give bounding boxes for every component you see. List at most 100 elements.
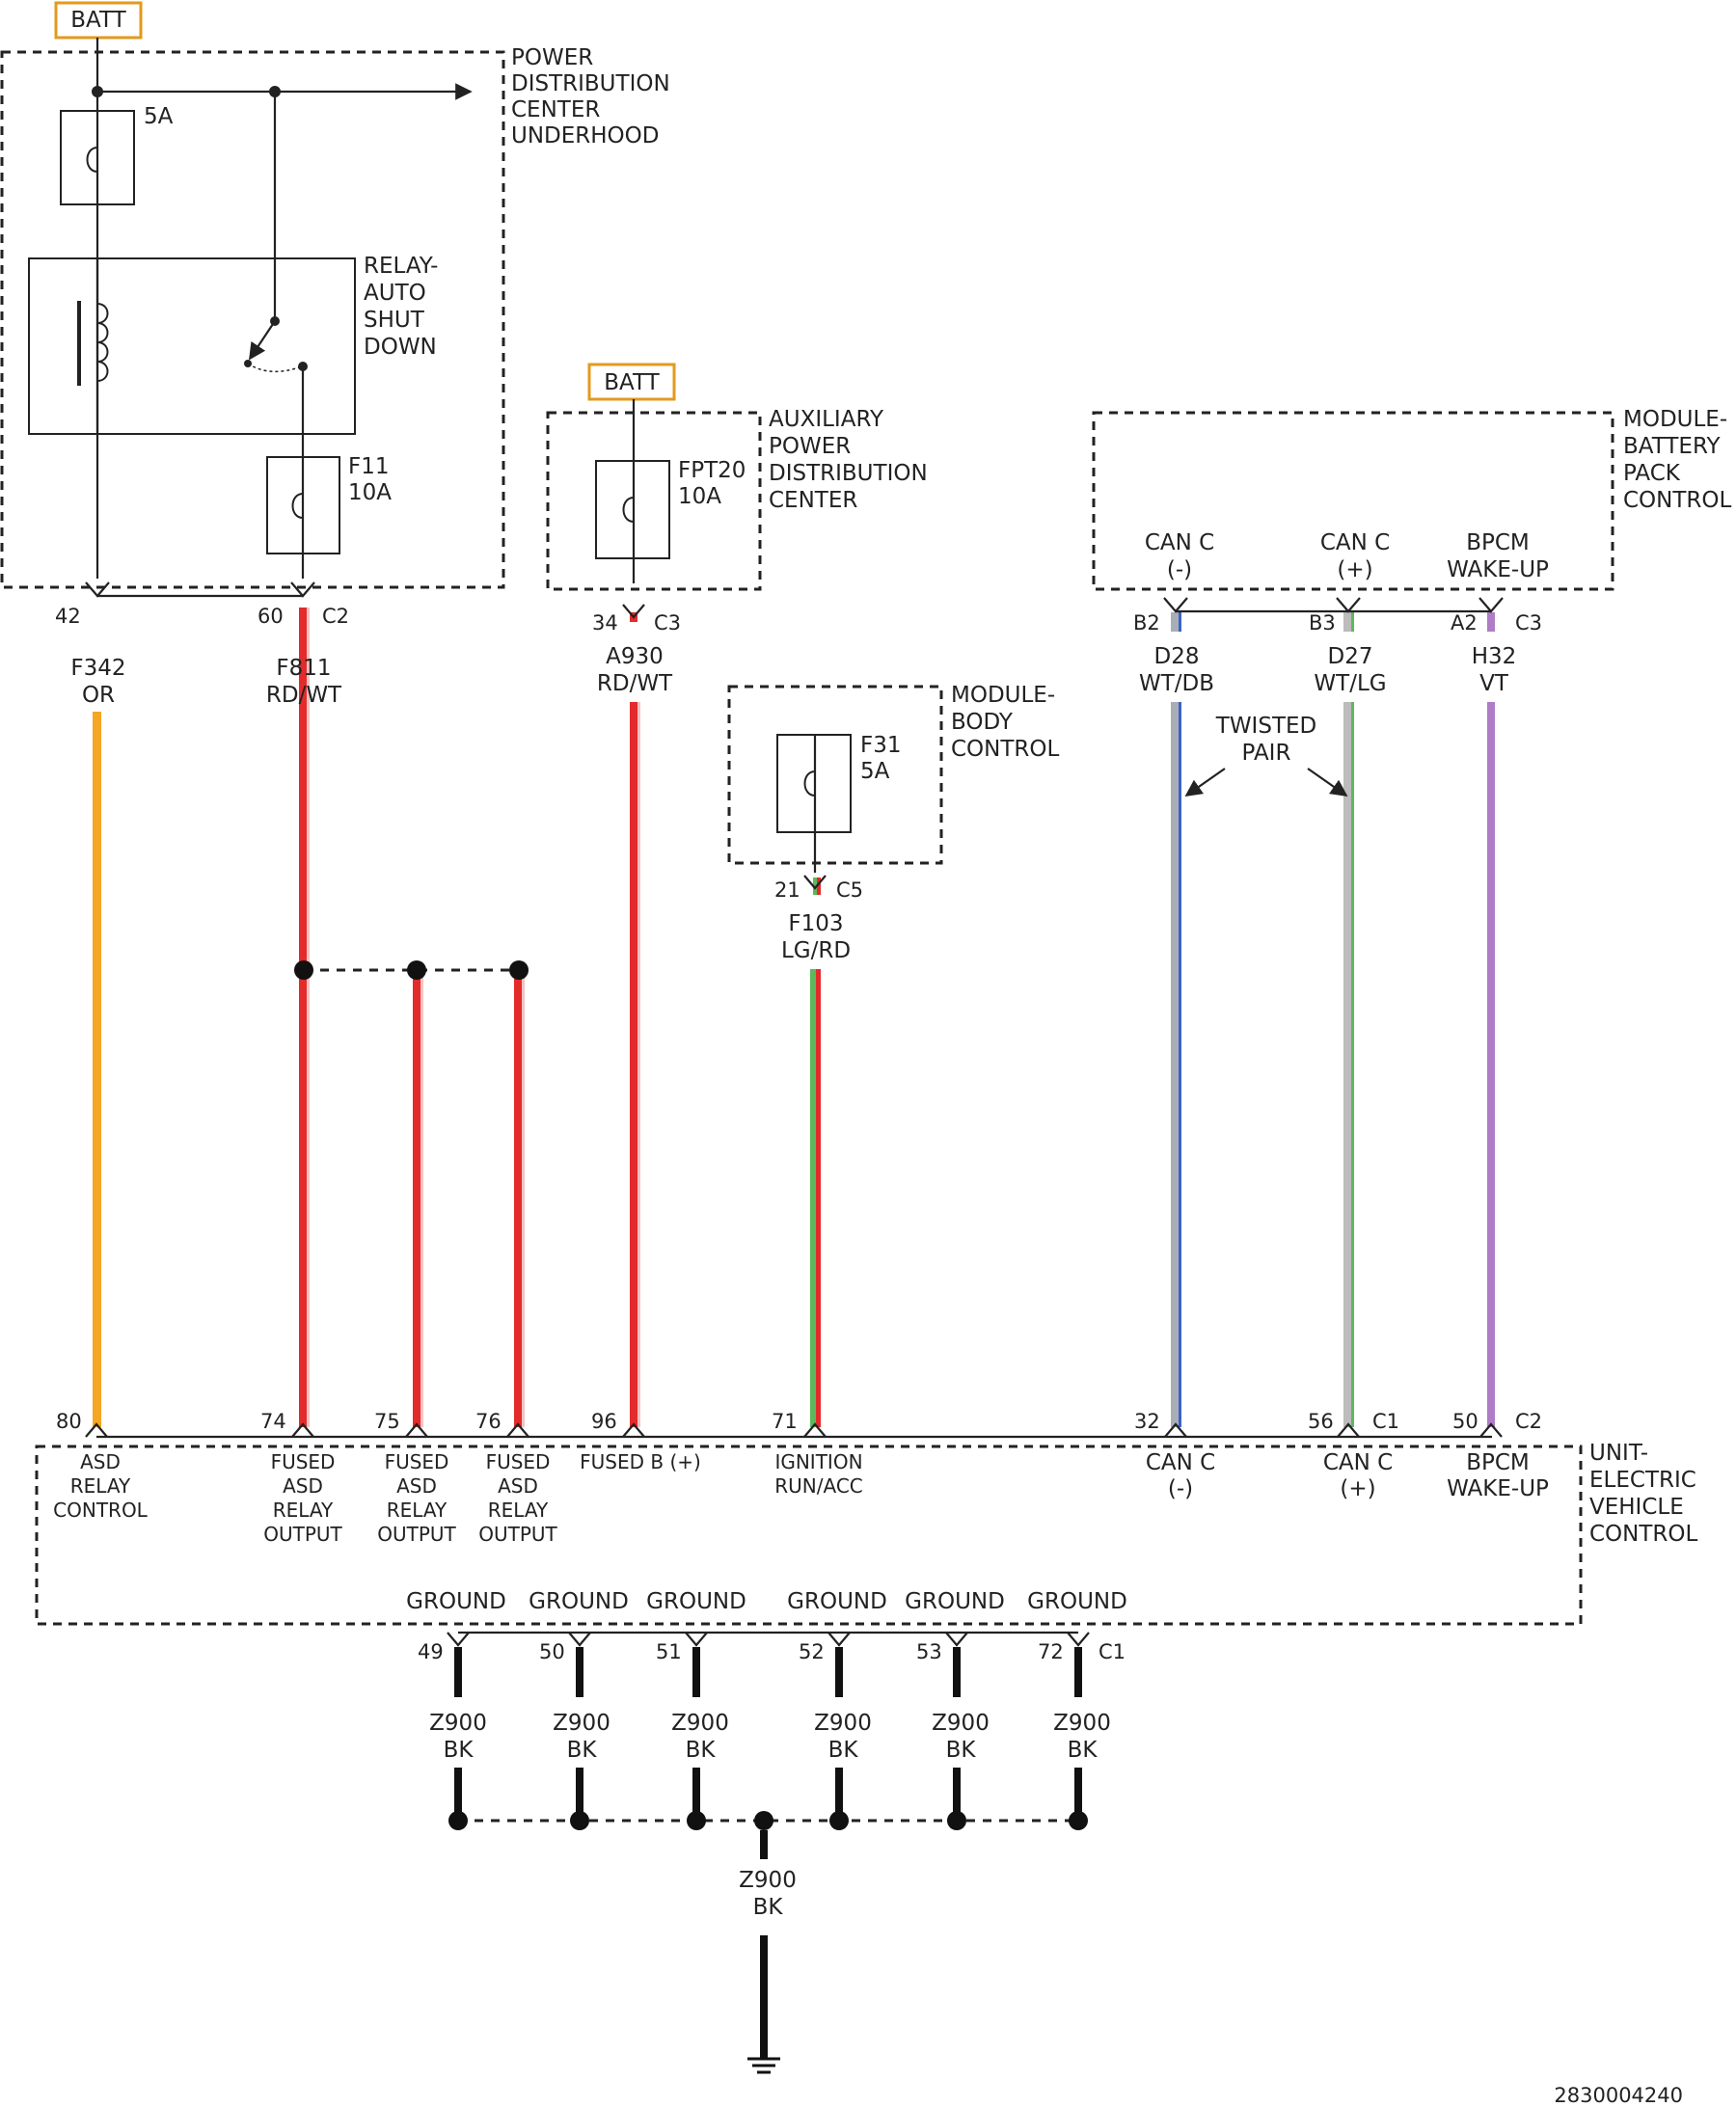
batt-box-pdc xyxy=(54,1,143,40)
connector-pin-74 xyxy=(291,1422,314,1438)
wire-f103 xyxy=(810,878,821,1427)
evcu-ground-label-72: GROUND xyxy=(1027,1589,1127,1614)
fuse-f31-label-2: 5A xyxy=(860,759,890,784)
evcu-pin-76-fn-2: ASD xyxy=(498,1474,538,1498)
pdc-title-line-4: UNDERHOOD xyxy=(511,123,659,149)
evcu-pin-80-fn-1: ASD xyxy=(80,1450,121,1473)
pdc-junction-dot xyxy=(92,86,103,97)
evcu-pin-74-fn-3: RELAY xyxy=(273,1499,334,1522)
ground-pin-51-label: 51 xyxy=(656,1640,682,1663)
evcu-title-line-1: UNIT- xyxy=(1589,1441,1648,1466)
bpcm-pin-can-minus-2: (-) xyxy=(1167,557,1192,582)
evcu-pin-75-fn-3: RELAY xyxy=(387,1499,448,1522)
fuse-f11-label-2: 10A xyxy=(348,480,392,505)
fuse-5a-label: 5A xyxy=(144,104,174,129)
evcu-pin-76-fn-4: OUTPUT xyxy=(478,1523,557,1546)
batt-label-pdc: BATT xyxy=(70,8,126,33)
connector-c5-label: C5 xyxy=(836,878,863,902)
fuse-5a xyxy=(60,110,135,205)
wire-f103-color: LG/RD xyxy=(781,938,851,963)
wire-h32-color: VT xyxy=(1479,671,1509,696)
connector-pin-80 xyxy=(85,1422,108,1438)
connector-pin-g51 xyxy=(685,1632,708,1647)
bpcm-dashed-border xyxy=(1092,411,1614,591)
wire-h32-circuit: H32 xyxy=(1472,644,1517,669)
connector-pin-56 xyxy=(1337,1422,1360,1438)
ground-symbol-icon xyxy=(747,2057,780,2074)
relay-swing-path xyxy=(247,363,303,372)
wire-d27 xyxy=(1343,612,1354,1427)
connector-pin-50-c2 xyxy=(1479,1422,1503,1438)
connector-pin-42 xyxy=(85,581,110,598)
bcm-title-line-1: MODULE- xyxy=(951,683,1055,708)
ground-connector-c1-label: C1 xyxy=(1099,1640,1126,1663)
fuse-fpt20-label-1: FPT20 xyxy=(678,458,746,483)
evcu-ground-label-51: GROUND xyxy=(646,1589,746,1614)
evcu-pin-75-fn-4: OUTPUT xyxy=(377,1523,456,1546)
batt-box-apdc xyxy=(587,363,676,401)
relay-label-line-3: SHUT xyxy=(364,308,425,333)
evcu-pin-96-fn-1: FUSED B (+) xyxy=(580,1450,701,1473)
pin-76-label: 76 xyxy=(475,1410,502,1433)
connector-pin-71 xyxy=(803,1422,827,1438)
relay-switch-arm xyxy=(249,320,276,361)
ground-wire-72-color: BK xyxy=(1068,1738,1099,1763)
connector-c1-label: C1 xyxy=(1372,1410,1399,1433)
ground-wire-52-circuit: Z900 xyxy=(814,1711,872,1736)
wire-h32 xyxy=(1487,612,1495,1427)
evcu-ground-label-52: GROUND xyxy=(787,1589,887,1614)
wire-f342 xyxy=(93,712,101,1427)
evcu-pin-56-fn-1: CAN C xyxy=(1323,1450,1393,1475)
fuse-f31-element xyxy=(803,749,816,818)
ground-wire-49-circuit: Z900 xyxy=(429,1711,487,1736)
ground-wire-49-color: BK xyxy=(444,1738,475,1763)
evcu-pin-74-fn-2: ASD xyxy=(283,1474,323,1498)
bpcm-title-line-2: BATTERY xyxy=(1623,434,1721,459)
wire-d28-color: WT/DB xyxy=(1139,671,1214,696)
ground-splice-dot-51 xyxy=(687,1811,706,1830)
fuse-f11-element xyxy=(291,471,304,540)
wire-f811 xyxy=(299,608,310,1427)
pdc-title-line-2: DISTRIBUTION xyxy=(511,71,670,96)
connector-pin-g53 xyxy=(945,1632,968,1647)
wire-f811-splice-75 xyxy=(413,970,423,1427)
pin-34-label: 34 xyxy=(592,611,618,635)
splice-dot-76 xyxy=(509,960,529,980)
connector-pin-g52 xyxy=(827,1632,851,1647)
pdc-title-line-1: POWER xyxy=(511,45,593,70)
pin-a2-label: A2 xyxy=(1451,611,1478,635)
ground-splice-dot-50 xyxy=(570,1811,589,1830)
bpcm-title-line-1: MODULE- xyxy=(1623,407,1727,432)
wire-a930-color: RD/WT xyxy=(597,671,673,696)
connector-pin-g50 xyxy=(568,1632,591,1647)
evcu-pin-80-fn-2: RELAY xyxy=(70,1474,131,1498)
ground-wire-51-circuit: Z900 xyxy=(671,1711,729,1736)
connector-pin-a2 xyxy=(1478,597,1504,613)
connector-pin-76 xyxy=(506,1422,529,1438)
connector-pin-96 xyxy=(622,1422,645,1438)
wire-d27-circuit: D27 xyxy=(1328,644,1373,669)
evcu-pin-71-fn-1: IGNITION xyxy=(774,1450,862,1473)
evcu-pin-71-fn-2: RUN/ACC xyxy=(774,1474,863,1498)
ground-wire-53-color: BK xyxy=(946,1738,977,1763)
wire-f103-circuit: F103 xyxy=(788,911,843,936)
ground-wire-51-color: BK xyxy=(686,1738,717,1763)
evcu-pin-56-fn-2: (+) xyxy=(1340,1476,1375,1501)
wire-f811-circuit: F811 xyxy=(276,656,331,681)
evcu-pin-74-fn-4: OUTPUT xyxy=(263,1523,342,1546)
wire-f811-splice-76 xyxy=(514,970,525,1427)
pin-75-label: 75 xyxy=(374,1410,400,1433)
fuse-fpt20-label-2: 10A xyxy=(678,484,721,509)
evcu-pin-80-fn-3: CONTROL xyxy=(53,1499,149,1522)
pin-74-label: 74 xyxy=(260,1410,286,1433)
ground-pin-52-label: 52 xyxy=(799,1640,825,1663)
bcm-title-line-3: CONTROL xyxy=(951,737,1060,762)
bpcm-title-line-3: PACK xyxy=(1623,461,1681,486)
fuse-f11 xyxy=(266,456,340,554)
pdc-title-line-3: CENTER xyxy=(511,97,600,122)
bpcm-pin-can-plus-1: CAN C xyxy=(1320,530,1390,555)
pdc-underhood: BATT POWER DISTRIBUTION CENTER UNDERHOOD… xyxy=(0,1,670,628)
connector-pin-34 xyxy=(622,604,645,619)
splice-dot-74 xyxy=(294,960,313,980)
pdc-dashed-border xyxy=(0,50,505,589)
